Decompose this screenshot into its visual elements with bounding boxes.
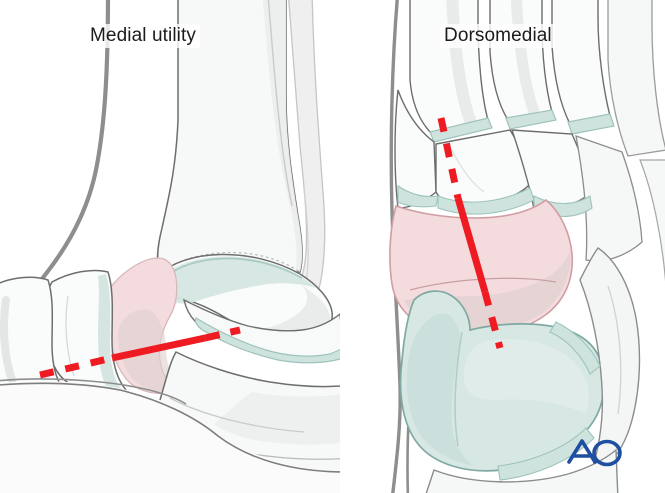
incision-solid-center-right [454, 197, 489, 293]
talus-cartilage-edge [163, 257, 303, 279]
incision-dash-proximal-right [437, 117, 462, 199]
ao-logo [567, 439, 622, 467]
mt1-base-cartilage [429, 117, 493, 143]
incision-line-dorsomedial [437, 117, 504, 349]
fifth-metatarsal-lateral [639, 159, 665, 282]
plantar-soft-tissue [0, 381, 340, 493]
cuneiform-cartilage-medial [397, 184, 439, 208]
cuboid-right [575, 135, 643, 262]
fourth-metatarsal [607, 0, 665, 157]
calcaneus-lower-contour [0, 378, 187, 405]
talus-shading [258, 282, 331, 338]
ao-logo-letter-a [567, 439, 597, 464]
metatarsal-shading [0, 296, 16, 384]
talus-right-inner-line [454, 331, 463, 447]
calcaneus-shading [214, 392, 340, 445]
metatarsal-shading-strip [446, 0, 476, 126]
tibia-shading [262, 0, 303, 272]
first-metatarsal-bone [0, 276, 66, 395]
incision-solid-center [111, 334, 206, 362]
calcaneus-inner-line-1 [169, 397, 305, 433]
incision-dash-proximal [39, 354, 113, 379]
ao-logo-letter-o [592, 439, 622, 467]
calcaneus-right-bottom [425, 448, 619, 493]
plantar-contour-line [0, 382, 340, 473]
left-panel-medial-view [0, 0, 340, 493]
subtalar-cartilage-strip [497, 427, 595, 481]
cuboid-cartilage [194, 317, 340, 364]
talonavicular-cartilage-lateral [549, 321, 601, 375]
lateral-column-inner-line [607, 285, 622, 415]
tibia-inner-line [267, 0, 293, 207]
incision-dash-distal-right [481, 291, 504, 349]
fibula-inner-line [303, 187, 309, 283]
right-panel-dorsomedial-view [389, 0, 665, 493]
talus-right-inner-shading [406, 313, 474, 466]
third-metatarsal [551, 0, 611, 125]
cuneiform-inner-line [451, 149, 485, 193]
mt3-base-cartilage [567, 113, 615, 135]
talar-dome-cartilage [162, 256, 316, 304]
metatarsal2-shading-strip [510, 0, 540, 118]
incision-line-medial-utility [39, 326, 241, 379]
incision-dash-distal [204, 326, 241, 342]
panel-label-medial-utility: Medial utility [86, 24, 200, 48]
mt2-base-cartilage [505, 109, 557, 130]
talus-right-highlight-patch [463, 338, 589, 414]
panel-label-dorsomedial: Dorsomedial [440, 24, 556, 48]
